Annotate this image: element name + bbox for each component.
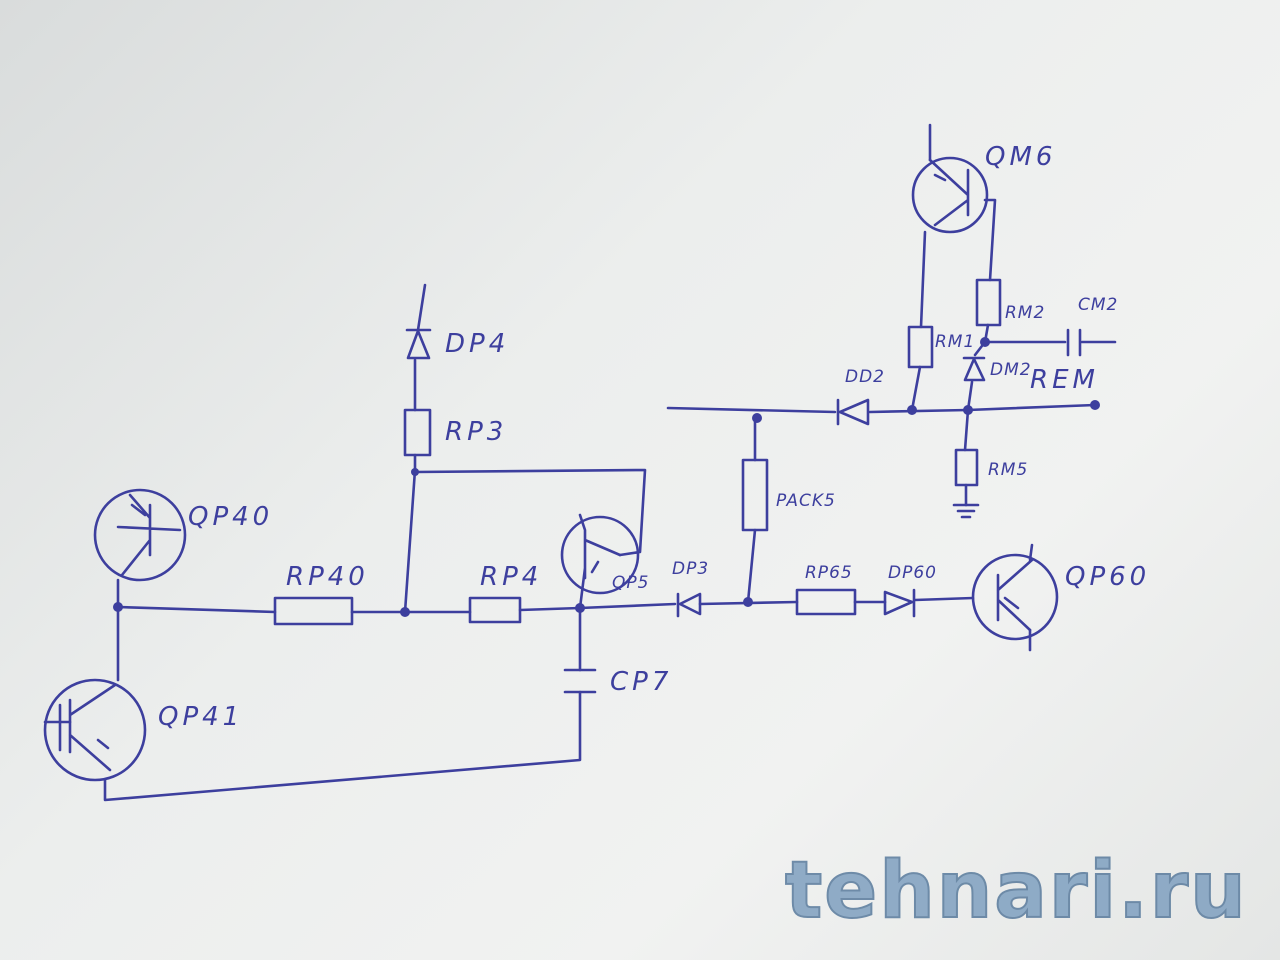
label-qp5: QP5 [612, 573, 649, 593]
label-rp40: RP40 [286, 562, 369, 592]
label-qp40: QP40 [188, 502, 273, 532]
diode-dp3 [676, 592, 702, 618]
resistors [273, 278, 1002, 626]
diode-dp4 [405, 328, 432, 360]
resistor-rp65 [795, 588, 857, 616]
label-rp65: RP65 [805, 563, 853, 583]
label-rm2: RM2 [1005, 303, 1045, 323]
transistors [43, 156, 1059, 782]
label-dp4: DP4 [445, 329, 509, 359]
transistor-qp60 [971, 553, 1059, 641]
transistor-qm6 [911, 156, 989, 234]
resistor-pack5 [741, 458, 769, 532]
capacitor-cp7 [563, 668, 597, 694]
resistor-rp4 [468, 596, 522, 624]
diode-dp60 [883, 588, 916, 618]
capacitor-cm2 [1066, 328, 1082, 357]
labels: QP40 QP41 RP40 RP3 DP4 RP4 QP5 CP7 DP3 P… [158, 142, 1150, 732]
resistor-rp40 [273, 596, 354, 626]
resistor-rm5 [954, 448, 979, 487]
label-rp4: RP4 [480, 562, 542, 592]
label-cp7: CP7 [610, 667, 672, 697]
label-rem: REM [1030, 365, 1099, 395]
transistor-qp40 [93, 488, 187, 582]
junction-dots [113, 337, 1100, 617]
wires [43, 123, 1117, 802]
label-qp41: QP41 [158, 702, 243, 732]
label-pack5: PACK5 [776, 491, 836, 511]
transistor-qp5 [560, 513, 640, 610]
label-qm6: QM6 [985, 142, 1056, 172]
resistor-rp3 [403, 408, 432, 457]
label-cm2: CM2 [1078, 295, 1118, 315]
diode-dd2 [836, 398, 870, 426]
transistor-qp41 [43, 678, 147, 782]
ground-icon [952, 503, 980, 519]
label-rp3: RP3 [445, 417, 507, 447]
label-rm1: RM1 [935, 332, 975, 352]
diode-dm2 [962, 356, 986, 382]
watermark: tehnari.ru [784, 845, 1248, 937]
label-dp3: DP3 [672, 559, 709, 579]
label-qp60: QP60 [1065, 562, 1150, 592]
diodes [405, 328, 986, 618]
label-dp60: DP60 [888, 563, 937, 583]
label-dm2: DM2 [990, 360, 1032, 380]
capacitors [563, 328, 1082, 694]
label-rm5: RM5 [988, 460, 1028, 480]
label-dd2: DD2 [845, 367, 885, 387]
resistor-rm1 [907, 325, 934, 369]
resistor-rm2 [975, 278, 1002, 327]
